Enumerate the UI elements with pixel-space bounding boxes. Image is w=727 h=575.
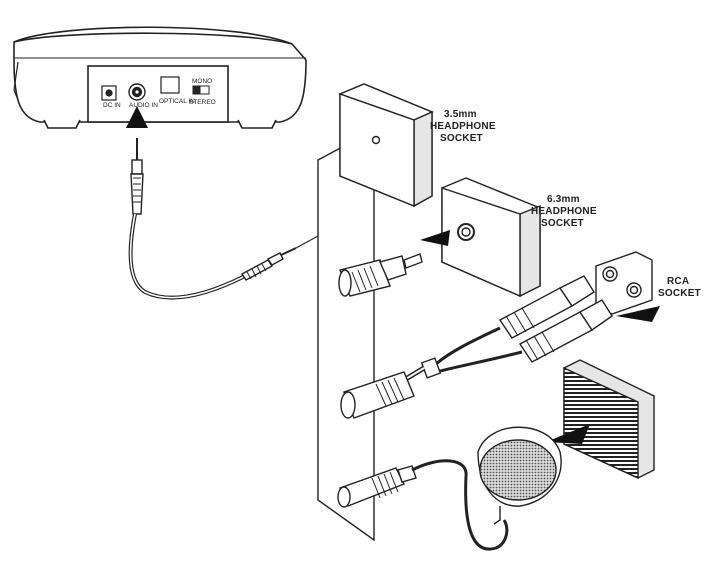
acoustic-pickup [477, 426, 562, 525]
audio-in-port [128, 83, 146, 101]
audio-cable [128, 138, 297, 300]
arrow-up-icon [126, 106, 148, 128]
adapter-63mm [338, 253, 423, 297]
mono-label: MONO [192, 78, 212, 85]
socket-plate-35mm [338, 83, 434, 208]
rca-socket [595, 251, 653, 315]
socket-plate-63mm [441, 177, 541, 298]
label-rca: RCA SOCKET [658, 276, 701, 299]
stereo-label: STEREO [189, 99, 216, 106]
dc-in-port [101, 85, 117, 101]
dc-in-label: DC IN [103, 102, 121, 109]
optical-in-port [160, 76, 180, 94]
audio-in-label: AUDIO IN [129, 102, 158, 109]
arrow-to-rca-icon [616, 306, 660, 322]
arrow-to-63mm-icon [420, 230, 450, 246]
bottom-cable [337, 459, 509, 551]
optical-in-label: OPTICAL IN [159, 98, 195, 105]
label-35mm: 3.5mm HEADPHONE SOCKET [430, 109, 499, 144]
speaker-grille [563, 359, 655, 480]
label-63mm: 6.3mm HEADPHONE SOCKET [531, 194, 600, 229]
arrow-to-grille-icon [546, 424, 590, 444]
rca-cable [340, 275, 613, 419]
mono-stereo-switch [192, 85, 210, 95]
base-unit [13, 26, 307, 129]
